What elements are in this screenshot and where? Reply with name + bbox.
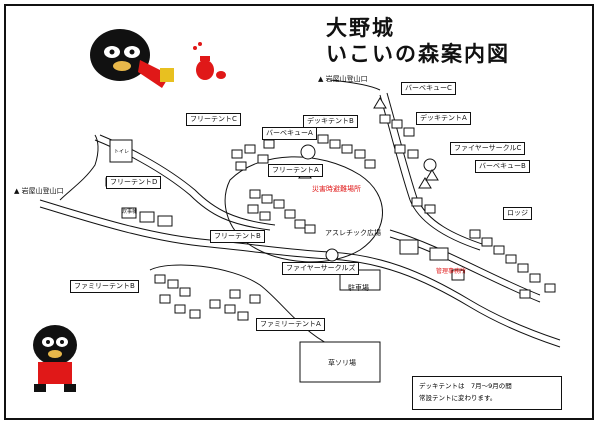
fire-circle-a (300, 144, 316, 160)
grass-ski-label: 草ソリ場 (328, 359, 356, 367)
disaster-shelter-label: 災害時避難場所 (312, 185, 361, 193)
trail-top-label: ▲ 岩屋山登山口 (318, 75, 368, 83)
deck-b-label[interactable]: デッキテントB (303, 115, 358, 128)
fire-c-label[interactable]: ファイヤーサークルC (450, 142, 526, 155)
fire-circle-c (423, 158, 437, 172)
fire-circle-center (325, 248, 339, 262)
free-b-label[interactable]: フリーテントB (210, 230, 265, 243)
admin-office-label: 管理事務所 (436, 268, 467, 275)
wc-label: トイレ (114, 149, 130, 155)
trail-left-label: ▲ 岩屋山登山口 (14, 187, 64, 195)
free-c-label[interactable]: フリーテントC (186, 113, 241, 126)
fire-circle-label[interactable]: ファイヤーサークルズ (282, 262, 360, 275)
building-parking-office (399, 239, 419, 255)
tent-d-3 (157, 215, 173, 227)
bbq-b-label[interactable]: バーベキューB (475, 160, 530, 173)
bbq-c-label[interactable]: バーベキューC (401, 82, 456, 95)
deck-tent-note: デッキテントは 7月～9月の間 常設テントに変わります。 (412, 376, 562, 410)
free-a-label[interactable]: フリーテントA (268, 164, 323, 177)
mascot-boar-icon (90, 29, 174, 88)
free-d-label[interactable]: フリーテントD (106, 176, 162, 189)
deck-a-label[interactable]: デッキテントA (416, 112, 471, 125)
building-wc (109, 139, 133, 163)
athletic-label: アスレチック広場 (325, 229, 381, 237)
note-line1: デッキテントは 7月～9月の間 (419, 382, 512, 390)
lodge-label[interactable]: ロッジ (503, 207, 532, 220)
map-subtitle: いこいの森案内図 (326, 42, 510, 66)
right-path (379, 94, 481, 251)
family-b-label[interactable]: ファミリーテントB (70, 280, 139, 293)
note-line2: 常設テントに変わります。 (419, 394, 497, 402)
tent-d-2 (139, 211, 155, 223)
tent-d-1 (121, 207, 137, 219)
mascot-boar-icon-bottom (33, 325, 77, 392)
top-access (329, 79, 381, 91)
teapot-icon (193, 42, 226, 80)
family-a-label[interactable]: ファミリーテントA (256, 318, 325, 331)
parking-area (339, 269, 381, 291)
bbq-a-label[interactable]: バーベキューA (262, 127, 317, 140)
map-title: 大野城 (326, 16, 395, 40)
left-access (59, 134, 99, 201)
grass-ski-area (299, 341, 381, 383)
restroom-label: 炊事棟 (122, 209, 138, 215)
parking-label: 駐車場 (348, 284, 369, 292)
lodge-road (389, 229, 541, 296)
